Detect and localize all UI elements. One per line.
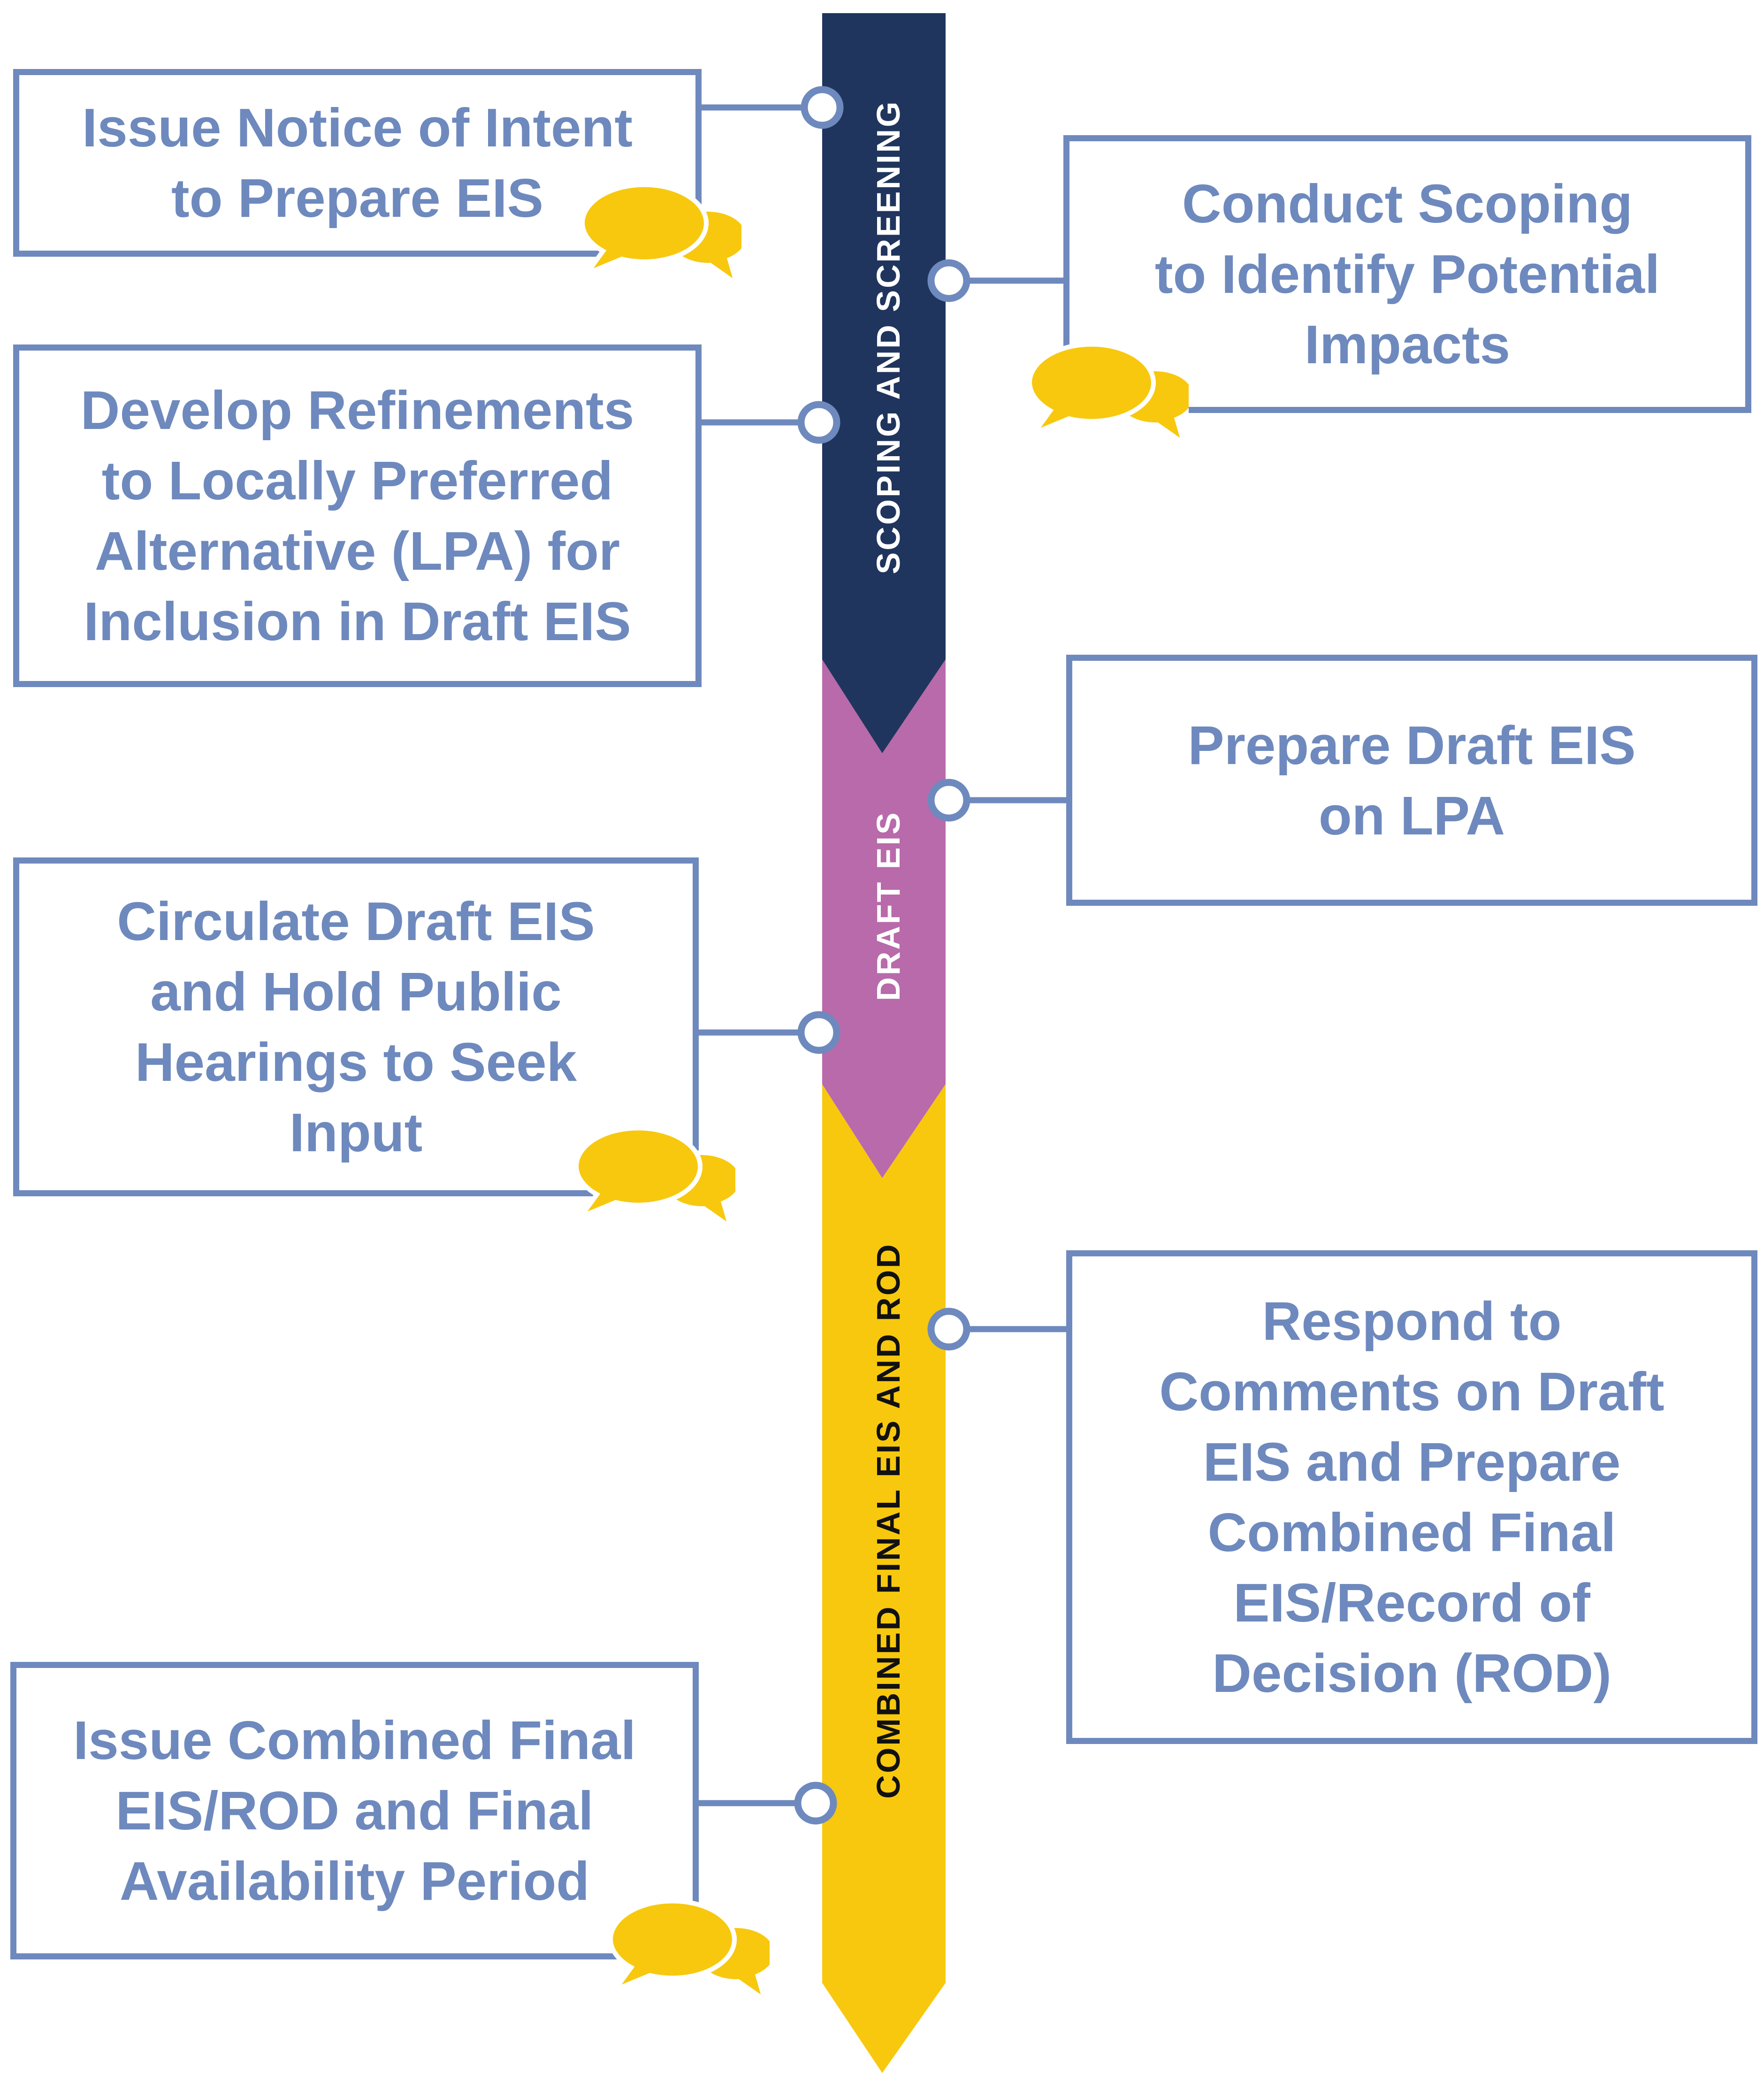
speech-bubbles-icon — [580, 182, 741, 289]
speech-bubbles-icon — [1027, 342, 1189, 448]
phase-final-segment — [822, 1084, 946, 2073]
speech-bubbles-icon — [573, 1125, 735, 1232]
timeline-node-icon — [797, 1011, 840, 1054]
timeline-node-icon — [927, 779, 970, 822]
step-text: Issue Combined Final EIS/ROD and Final A… — [73, 1710, 636, 1912]
step-text: Circulate Draft EIS and Hold Public Hear… — [117, 891, 595, 1163]
phase-label-final: COMBINED FINAL EIS AND ROD — [870, 1242, 907, 1799]
step-text: Issue Notice of Intent to Prepare EIS — [82, 97, 633, 229]
timeline-node-icon — [927, 259, 970, 302]
step-text: Conduct Scoping to Identify Potential Im… — [1154, 173, 1660, 375]
step-box-prepare-draft: Prepare Draft EIS on LPA — [1066, 655, 1757, 906]
timeline-node-icon — [801, 86, 844, 129]
phase-draft-segment — [822, 659, 946, 1178]
phase-label-scoping: SCOPING AND SCREENING — [870, 99, 907, 574]
timeline-node-icon — [927, 1308, 970, 1351]
step-box-respond-comments: Respond to Comments on Draft EIS and Pre… — [1066, 1250, 1757, 1744]
step-box-conduct-scoping: Conduct Scoping to Identify Potential Im… — [1063, 135, 1751, 413]
step-text: Develop Refinements to Locally Preferred… — [80, 380, 634, 652]
step-box-issue-combined: Issue Combined Final EIS/ROD and Final A… — [10, 1662, 699, 1959]
phase-scoping-segment — [822, 13, 946, 753]
step-text: Prepare Draft EIS on LPA — [1188, 714, 1636, 846]
speech-bubbles-icon — [608, 1898, 770, 2005]
phase-label-draft: DRAFT EIS — [870, 811, 907, 1001]
step-box-circulate-draft: Circulate Draft EIS and Hold Public Hear… — [13, 857, 699, 1196]
timeline-node-icon — [794, 1782, 837, 1825]
timeline-node-icon — [797, 401, 840, 444]
step-text: Respond to Comments on Draft EIS and Pre… — [1159, 1291, 1665, 1704]
step-box-develop-refinements: Develop Refinements to Locally Preferred… — [13, 344, 702, 687]
